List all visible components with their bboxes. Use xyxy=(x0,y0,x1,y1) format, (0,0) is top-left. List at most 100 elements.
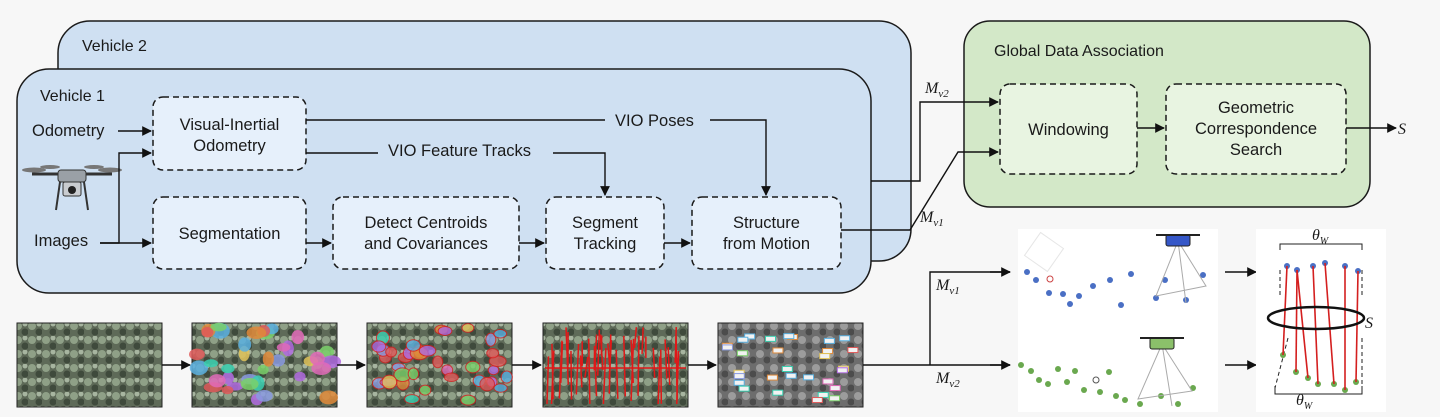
vehicle2-map-point xyxy=(1106,369,1112,375)
feature-track xyxy=(664,339,668,379)
sfm-landmark-tag xyxy=(803,374,815,381)
vehicle1-map-point xyxy=(1033,277,1039,283)
segment-blob xyxy=(203,359,219,368)
sfm-landmark-tag xyxy=(823,337,835,344)
feature-track xyxy=(633,327,638,349)
mv1-bottom-label: Mv1 xyxy=(935,277,960,297)
centroid-blob xyxy=(381,374,398,390)
theta-bottom-label: θW xyxy=(1296,392,1314,412)
segment-blob xyxy=(208,374,226,388)
feature-track xyxy=(570,350,573,400)
centroid-blob xyxy=(487,365,500,376)
sfm-landmark-tag xyxy=(817,391,829,398)
correspondence-line xyxy=(1296,269,1309,379)
map-faint-square xyxy=(1023,231,1065,273)
window-points xyxy=(1280,260,1361,393)
feature-track xyxy=(546,356,550,405)
vehicle2-map-point xyxy=(1055,366,1061,372)
centroid-blob xyxy=(460,394,477,406)
centroid-blob xyxy=(418,344,437,357)
sfm-landmark-tag xyxy=(744,333,756,340)
correspondence-line xyxy=(1324,262,1335,385)
vehicle2-map-point xyxy=(1072,368,1078,374)
window-bracket-bottom xyxy=(1274,337,1363,395)
centroid-blob xyxy=(486,347,500,359)
correspondence-line xyxy=(1312,265,1319,385)
sfm-landmark-tag xyxy=(737,336,749,343)
vehicle1-map-point-outlier xyxy=(1046,275,1054,283)
tracking-label-line2: Tracking xyxy=(574,235,637,253)
feature-track xyxy=(652,347,656,378)
sfm-landmark-tag xyxy=(829,395,841,402)
vio-poses-label: VIO Poses xyxy=(615,112,694,130)
vehicle2-map-point xyxy=(1018,362,1024,368)
centroid-blob xyxy=(443,372,459,383)
segment-blob xyxy=(291,329,305,345)
feature-track xyxy=(607,343,611,365)
segment-blob xyxy=(276,343,291,352)
feature-track xyxy=(587,338,591,404)
sfm-landmark-tag xyxy=(829,385,841,392)
sfm-landmark-tag xyxy=(772,389,784,396)
correspondence-line xyxy=(1295,269,1298,373)
sfm-landmark-tag xyxy=(822,348,834,355)
feature-track xyxy=(593,334,598,367)
aerial-image-centroids xyxy=(366,322,513,408)
geometric-search-node: Geometric Correspondence Search xyxy=(1165,83,1347,175)
segment-blob xyxy=(210,322,227,332)
centroid-blob xyxy=(418,384,432,396)
feature-track xyxy=(615,349,619,399)
vehicle2-map-point xyxy=(1081,387,1087,393)
sfm-landmark-tag xyxy=(783,333,795,340)
feature-track xyxy=(550,350,555,405)
segment-blob xyxy=(189,348,205,361)
feature-track xyxy=(602,347,607,405)
centroid-blob xyxy=(432,355,444,369)
feature-track xyxy=(630,338,635,401)
correspondence-ellipse xyxy=(1266,305,1366,331)
centroid-blob xyxy=(404,394,420,405)
mv1-label: Mv1 xyxy=(919,209,944,229)
sfm-landmark-tag xyxy=(847,347,859,354)
segment-blob xyxy=(189,360,209,376)
detect-centroids-node: Detect Centroids and Covariances xyxy=(332,196,520,270)
sfm-landmark-tag xyxy=(781,365,793,372)
feature-track xyxy=(558,340,563,399)
sfm-landmark-tag xyxy=(738,385,750,392)
odometry-label: Odometry xyxy=(32,122,105,140)
centroid-blob xyxy=(465,360,481,374)
segment-blob xyxy=(319,390,338,405)
structure-from-motion-node: Structure from Motion xyxy=(691,196,842,270)
mv2-bottom-label: Mv2 xyxy=(935,370,960,390)
centroid-blob xyxy=(437,326,453,336)
map-panel xyxy=(1018,229,1218,412)
drone-vehicle1-icon xyxy=(1155,234,1207,304)
vio-tracks-label: VIO Feature Tracks xyxy=(388,142,531,160)
feature-track xyxy=(637,335,640,396)
sfm-landmark-tag xyxy=(819,353,831,360)
vehicle1-map-point xyxy=(1067,301,1073,307)
centroid-blob xyxy=(407,367,420,381)
segment-blob xyxy=(262,351,274,367)
feature-track xyxy=(565,327,570,385)
sfm-landmark-tag xyxy=(733,379,745,386)
sfm-landmark-tag xyxy=(721,344,733,351)
windowing-label: Windowing xyxy=(1028,121,1109,139)
detect-label-line1: Detect Centroids xyxy=(365,214,488,232)
centroid-blob xyxy=(493,383,508,393)
search-label-line3: Search xyxy=(1230,141,1282,159)
images-label: Images xyxy=(34,232,88,250)
edge-mv2-windowing xyxy=(871,97,999,182)
segmentation-label: Segmentation xyxy=(179,225,281,243)
feature-track xyxy=(657,356,661,405)
segment-blob xyxy=(246,326,267,339)
feature-track xyxy=(623,335,627,397)
segment-blob xyxy=(201,326,214,338)
vehicle2-title: Vehicle 2 xyxy=(82,38,147,55)
vio-node: Visual-Inertial Odometry xyxy=(152,96,307,171)
segment-blob xyxy=(271,354,286,367)
centroid-blob xyxy=(493,329,508,339)
vehicle2-map-point xyxy=(1064,379,1070,385)
mv2-label: Mv2 xyxy=(924,80,949,100)
tracking-label-line1: Segment xyxy=(572,214,638,232)
